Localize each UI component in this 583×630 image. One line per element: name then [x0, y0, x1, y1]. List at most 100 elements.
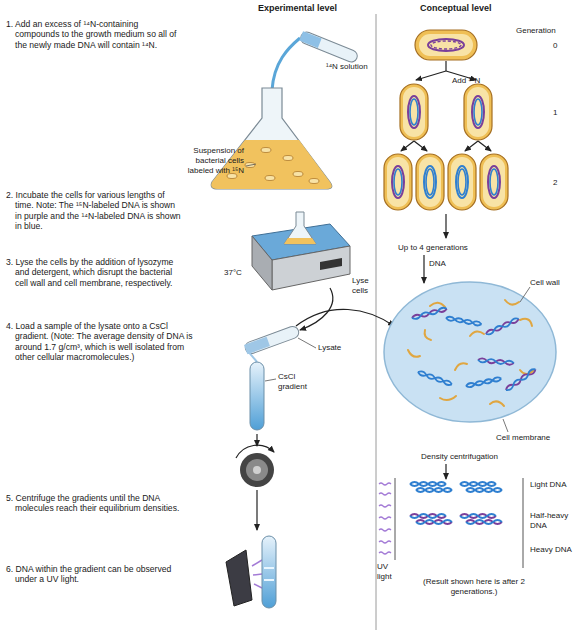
cell-lysate — [425, 330, 431, 340]
incubator — [252, 212, 350, 290]
generation-number: 2 — [553, 178, 557, 188]
uv-result — [466, 488, 502, 492]
process-label: Lyse cells — [352, 276, 376, 296]
callout-label: DNA — [429, 259, 446, 269]
cell-lysate — [446, 316, 482, 326]
generation-number: 1 — [553, 108, 557, 118]
uv-lamp — [252, 560, 262, 566]
uv-result — [379, 505, 391, 507]
step-text: 2. Incubate the cells for various length… — [6, 190, 183, 232]
bacterial-cell — [415, 30, 477, 60]
callout-label: Lysate — [318, 343, 341, 353]
culture-flask — [246, 164, 256, 166]
bacterial-cell — [394, 169, 402, 195]
uv-result — [379, 493, 391, 495]
band-label: Light DNA — [530, 480, 572, 490]
lysate-tube — [244, 325, 316, 362]
bacterial-cell — [464, 84, 492, 140]
incubator — [284, 238, 316, 244]
division-arrow — [401, 141, 414, 151]
bacterial-cell — [426, 169, 434, 195]
bacterial-cell — [474, 99, 482, 125]
division-arrow — [416, 71, 446, 80]
cell-lysate — [430, 303, 445, 307]
cscl-tube — [265, 379, 276, 381]
bacterial-cell — [400, 84, 428, 140]
bacterial-cell — [392, 166, 404, 198]
uv-result — [379, 483, 391, 485]
bacterial-cell — [424, 166, 436, 198]
cell-lysate — [505, 368, 537, 392]
uv-result — [523, 478, 524, 568]
bacterial-cell — [400, 84, 428, 140]
uv-result — [460, 482, 496, 486]
incubator — [252, 236, 272, 290]
bacterial-cell — [456, 166, 468, 198]
uv-result — [395, 478, 396, 560]
uv-result — [416, 488, 452, 492]
callout-label: CsCl gradient — [278, 372, 314, 392]
uv-result — [379, 552, 391, 554]
pouring-tube — [299, 30, 359, 64]
pouring-tube — [299, 31, 321, 48]
callout-label: ¹⁴N solution — [326, 62, 372, 72]
uv-lamp — [264, 567, 274, 569]
axis-label: Generation — [516, 26, 556, 36]
bacterial-cell — [384, 154, 412, 210]
centrifuge-rotor — [236, 445, 274, 458]
bacterial-cell — [448, 154, 476, 210]
division-arrow — [465, 141, 478, 151]
bacterial-cell — [416, 154, 444, 210]
lysate-tube — [298, 338, 316, 348]
bacterial-cell — [488, 166, 500, 198]
cell-lysate — [490, 401, 504, 406]
temperature-label: 37°C — [224, 268, 242, 278]
callout-label: Cell wall — [530, 278, 560, 288]
cell-lysate — [408, 300, 534, 406]
bacterial-cell — [408, 96, 420, 128]
bacterial-cell — [480, 154, 508, 210]
uv-result — [410, 514, 446, 518]
cell-lysate — [455, 363, 467, 370]
bacterial-cell — [490, 169, 498, 195]
bacterial-cell — [428, 39, 464, 51]
cell-lysate — [505, 300, 519, 305]
division-arrow — [478, 141, 491, 151]
cell-lysate — [478, 358, 514, 365]
centrifuge-rotor — [240, 453, 274, 487]
uv-lamp — [254, 584, 262, 588]
cell-lysate — [520, 319, 532, 326]
cell-lysate — [384, 282, 556, 432]
bacterial-cell — [419, 34, 473, 56]
cell-lysate — [417, 370, 452, 386]
uv-result — [416, 520, 452, 524]
generation-number: 0 — [553, 41, 557, 51]
centrifuge-rotor — [246, 459, 268, 481]
division-arrow — [445, 61, 446, 71]
cell-lysate — [503, 419, 508, 432]
uv-result — [379, 483, 391, 554]
pouring-tube — [272, 30, 359, 90]
pouring-tube — [272, 38, 300, 90]
division-arrow — [401, 141, 491, 151]
cscl-tube — [250, 362, 264, 430]
cell-lysate — [485, 317, 519, 336]
uv-result — [379, 541, 391, 543]
bacterial-cell — [458, 169, 466, 195]
column-heading: Conceptual level — [420, 3, 492, 14]
uv-lamp — [226, 536, 276, 608]
process-label: Add ¹⁴N — [452, 76, 480, 86]
uv-result — [379, 478, 523, 568]
process-label: Density centrifugation — [421, 452, 498, 462]
uv-lamp — [264, 579, 274, 581]
culture-flask — [283, 156, 293, 161]
bacterial-cell — [448, 154, 476, 210]
cell-lysate — [470, 331, 484, 336]
uv-result — [379, 529, 391, 531]
incubator — [320, 258, 342, 270]
bacterial-cell — [431, 41, 461, 49]
centrifuge-rotor — [256, 434, 257, 446]
cell-lysate — [440, 396, 456, 400]
culture-flask — [245, 163, 255, 168]
